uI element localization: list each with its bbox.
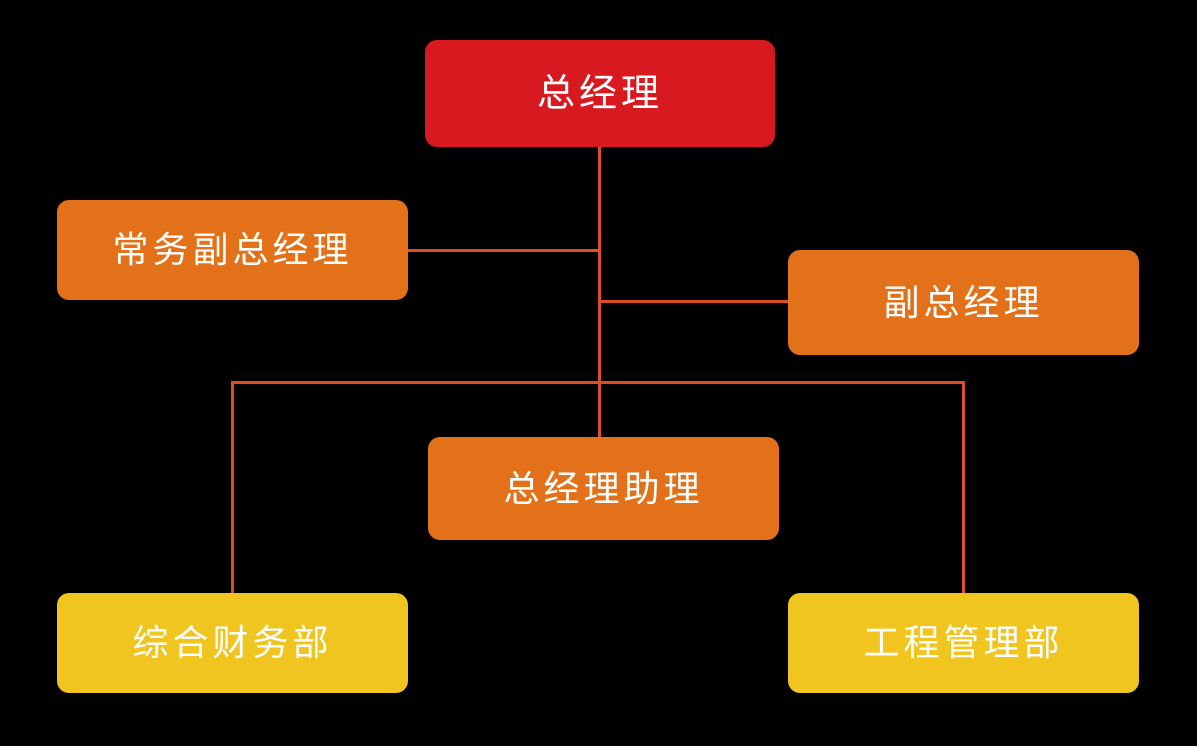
org-node-deputy-general-manager[interactable]: 副总经理 xyxy=(788,250,1139,355)
org-node-label: 总经理 xyxy=(536,72,663,115)
org-node-label: 总经理助理 xyxy=(503,467,704,509)
org-node-label: 副总经理 xyxy=(883,281,1044,323)
connector-root-trunk xyxy=(598,147,601,438)
org-node-general-manager-assistant[interactable]: 总经理助理 xyxy=(428,437,779,540)
connector-to-deputy xyxy=(598,300,788,303)
org-node-executive-deputy-general-manager[interactable]: 常务副总经理 xyxy=(57,200,408,300)
org-node-comprehensive-finance-department[interactable]: 综合财务部 xyxy=(57,593,408,693)
connector-to-exec-deputy xyxy=(408,249,600,252)
org-node-label: 综合财务部 xyxy=(132,622,333,663)
connector-drop-finance xyxy=(231,381,234,594)
org-node-label: 常务副总经理 xyxy=(112,229,353,270)
org-node-general-manager[interactable]: 总经理 xyxy=(425,40,775,147)
connector-drop-engineering xyxy=(962,381,965,594)
org-node-label: 工程管理部 xyxy=(863,622,1064,663)
connector-department-bus xyxy=(231,381,965,384)
org-node-engineering-management-department[interactable]: 工程管理部 xyxy=(788,593,1139,693)
